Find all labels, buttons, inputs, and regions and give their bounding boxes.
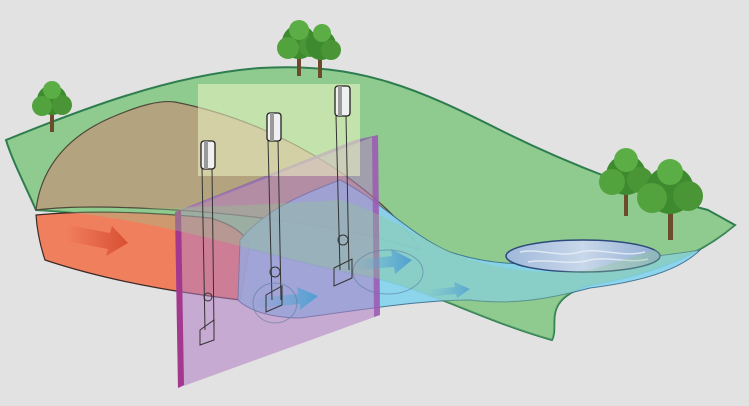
groundwater-diagram — [0, 0, 749, 406]
diagram-canvas — [0, 0, 749, 406]
